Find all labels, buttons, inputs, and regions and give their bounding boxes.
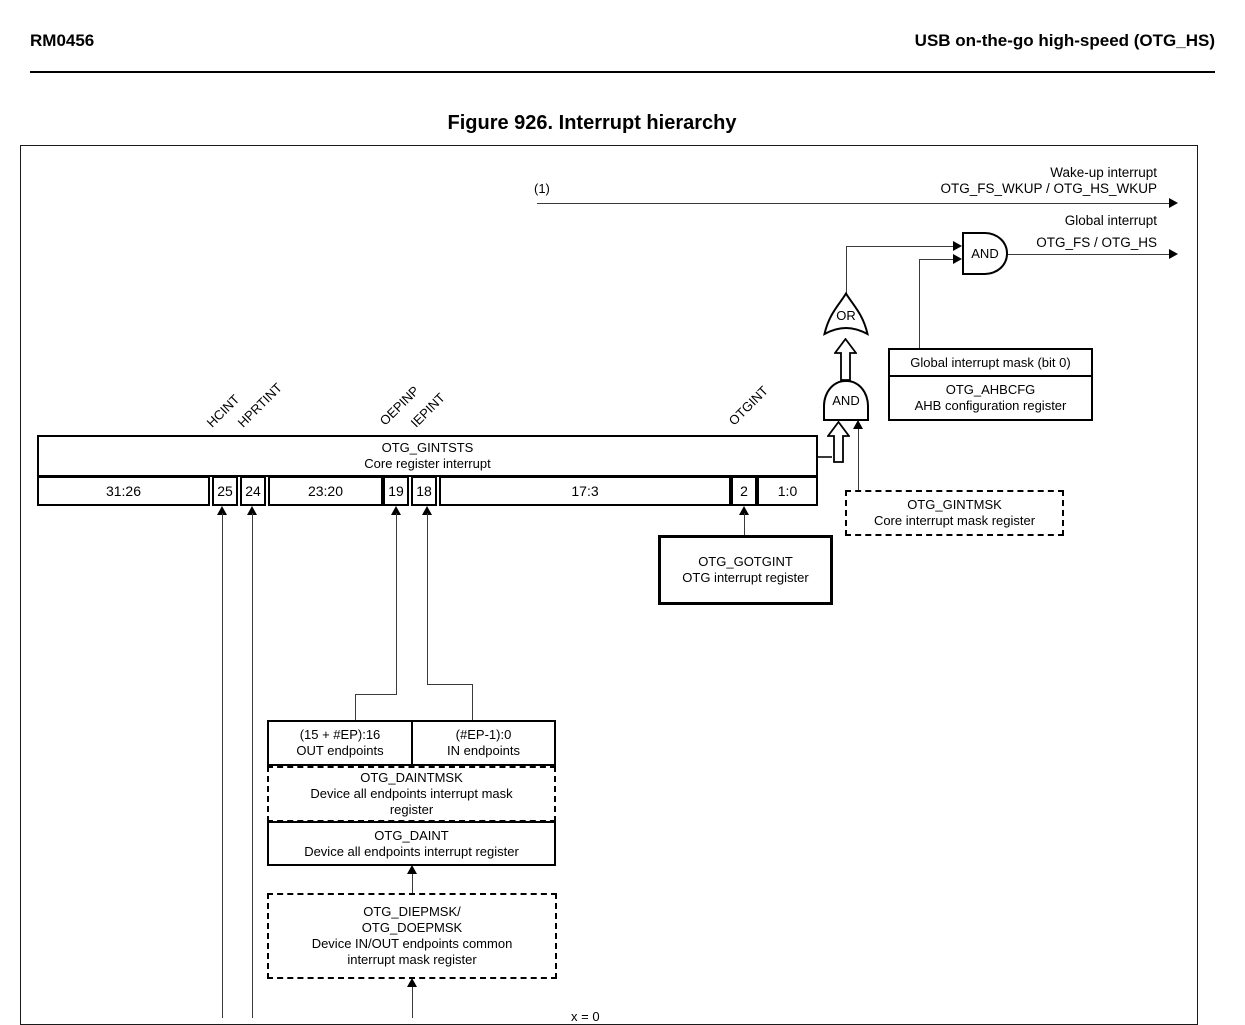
bitfield-25: 25	[212, 476, 238, 506]
wire-gintmsk-to-and	[858, 429, 860, 490]
arrowhead-bit18	[422, 506, 432, 515]
out-endpoints-field: (15 + #EP):16 OUT endpoints	[269, 722, 411, 764]
bitfield-31-26: 31:26	[37, 476, 210, 506]
diepmsk-desc1: Device IN/OUT endpoints common	[311, 936, 513, 951]
daint-bitfields-box: (15 + #EP):16 OUT endpoints (#EP-1):0 IN…	[267, 720, 556, 766]
or-gate-shape	[823, 291, 869, 336]
diepmsk-name1: OTG_DIEPMSK/	[363, 904, 461, 920]
wire-bit18	[427, 513, 429, 684]
in-endpoints-bits: (#EP-1):0	[455, 727, 512, 743]
wire-bit19-elbow-h	[355, 694, 397, 696]
arrowhead-gintmsk	[853, 420, 863, 429]
header-rule	[30, 71, 1215, 73]
gotgint-desc: OTG interrupt register	[682, 570, 809, 585]
out-endpoints-bits: (15 + #EP):16	[299, 727, 381, 743]
wire-bit19	[396, 513, 398, 694]
bitfield-2: 2	[731, 476, 757, 506]
daintmsk-desc2: register	[389, 801, 434, 817]
daintmsk-desc1: Device all endpoints interrupt mask	[310, 786, 513, 802]
ahbcfg-register-box: Global interrupt mask (bit 0) OTG_AHBCFG…	[888, 348, 1093, 421]
wire-wakeup	[537, 203, 1170, 205]
figure-frame	[20, 145, 1198, 1025]
wire-bit2	[744, 513, 746, 535]
arrowhead-wakeup	[1169, 198, 1178, 208]
gintmsk-desc: Core interrupt mask register	[873, 513, 1036, 528]
wire-bit24	[252, 513, 254, 1018]
or-gate-label: OR	[836, 308, 856, 323]
bitfield-18: 18	[411, 476, 437, 506]
clipped-bottom-text: x = 0	[571, 1009, 600, 1024]
gintmsk-name: OTG_GINTMSK	[907, 497, 1002, 513]
ahbcfg-name-desc: OTG_AHBCFG AHB configuration register	[915, 377, 1067, 419]
block-arrow-and-to-or	[833, 337, 858, 386]
and-gate-top-label: AND	[971, 246, 999, 261]
gotgint-name: OTG_GOTGINT	[698, 554, 793, 570]
arrowhead-diepmsk	[407, 978, 417, 987]
diepmsk-doepmsk-box: OTG_DIEPMSK/ OTG_DOEPMSK Device IN/OUT e…	[267, 893, 557, 979]
arrowhead-and-input1	[953, 241, 962, 251]
wire-bit18-elbow-v	[472, 684, 474, 721]
wire-or-output	[846, 246, 848, 293]
bitfield-24: 24	[240, 476, 266, 506]
wire-bit18-elbow-h	[427, 684, 473, 686]
daintmsk-name: OTG_DAINTMSK	[360, 770, 463, 786]
or-gate: OR	[823, 291, 869, 336]
gintmsk-register-box: OTG_GINTMSK Core interrupt mask register	[845, 490, 1064, 536]
ahbcfg-desc: AHB configuration register	[914, 398, 1067, 413]
doc-chapter-title: USB on-the-go high-speed (OTG_HS)	[914, 31, 1215, 50]
wire-bottom-into-diepmsk	[412, 987, 414, 1018]
arrowhead-daint	[407, 865, 417, 874]
diepmsk-desc2: interrupt mask register	[347, 951, 477, 967]
global-interrupt-mask-field: Global interrupt mask (bit 0)	[890, 350, 1091, 377]
arrowhead-bit19	[391, 506, 401, 515]
wakeup-signal-names: OTG_FS_WKUP / OTG_HS_WKUP	[940, 181, 1157, 196]
arrowhead-bit24	[247, 506, 257, 515]
bitfield-19: 19	[383, 476, 409, 506]
daintmsk-register-box: OTG_DAINTMSK Device all endpoints interr…	[267, 766, 556, 822]
wire-bit19-elbow-v	[355, 694, 357, 721]
and-gate-lower: AND	[823, 380, 869, 421]
arrowhead-bit25	[217, 506, 227, 515]
gotgint-register-box: OTG_GOTGINT OTG interrupt register	[658, 535, 833, 605]
daint-name: OTG_DAINT	[374, 827, 449, 843]
wire-mask-vertical	[919, 259, 921, 349]
bitfield-23-20: 23:20	[268, 476, 383, 506]
wire-bit25	[222, 513, 224, 1018]
bitfield-17-3: 17:3	[439, 476, 731, 506]
wire-mask-to-and	[919, 259, 959, 261]
arrowhead-and-input2	[953, 254, 962, 264]
wakeup-interrupt-label: Wake-up interrupt	[1050, 165, 1157, 180]
bitfield-1-0: 1:0	[757, 476, 818, 506]
daint-register-box: OTG_DAINT Device all endpoints interrupt…	[267, 821, 556, 866]
in-endpoints-field: (#EP-1):0 IN endpoints	[411, 722, 554, 764]
gintsts-desc: Core register interrupt	[364, 456, 491, 471]
in-endpoints-label: IN endpoints	[447, 743, 520, 758]
daint-desc: Device all endpoints interrupt register	[304, 843, 519, 859]
and-gate-top: AND	[962, 232, 1008, 275]
arrowhead-global	[1169, 249, 1178, 259]
figure-caption: Figure 926. Interrupt hierarchy	[447, 112, 737, 134]
global-signal-names: OTG_FS / OTG_HS	[1036, 235, 1157, 250]
global-interrupt-label: Global interrupt	[1064, 213, 1157, 228]
arrowhead-bit2	[739, 506, 749, 515]
block-arrow-gintsts-to-and	[826, 420, 851, 468]
note-reference: (1)	[534, 181, 550, 196]
gintsts-register-box: OTG_GINTSTS Core register interrupt	[37, 435, 818, 477]
wire-global-out	[1006, 254, 1170, 256]
wire-gintsts-to-arrow	[818, 456, 832, 458]
and-gate-lower-label: AND	[832, 393, 860, 408]
out-endpoints-label: OUT endpoints	[296, 743, 384, 758]
diepmsk-name2: OTG_DOEPMSK	[361, 920, 463, 936]
wire-diepmsk-to-daint	[412, 874, 414, 893]
wire-or-to-and	[846, 246, 956, 248]
ahbcfg-name: OTG_AHBCFG	[945, 382, 1036, 398]
doc-reference: RM0456	[30, 31, 95, 50]
gintsts-name: OTG_GINTSTS	[381, 440, 474, 456]
